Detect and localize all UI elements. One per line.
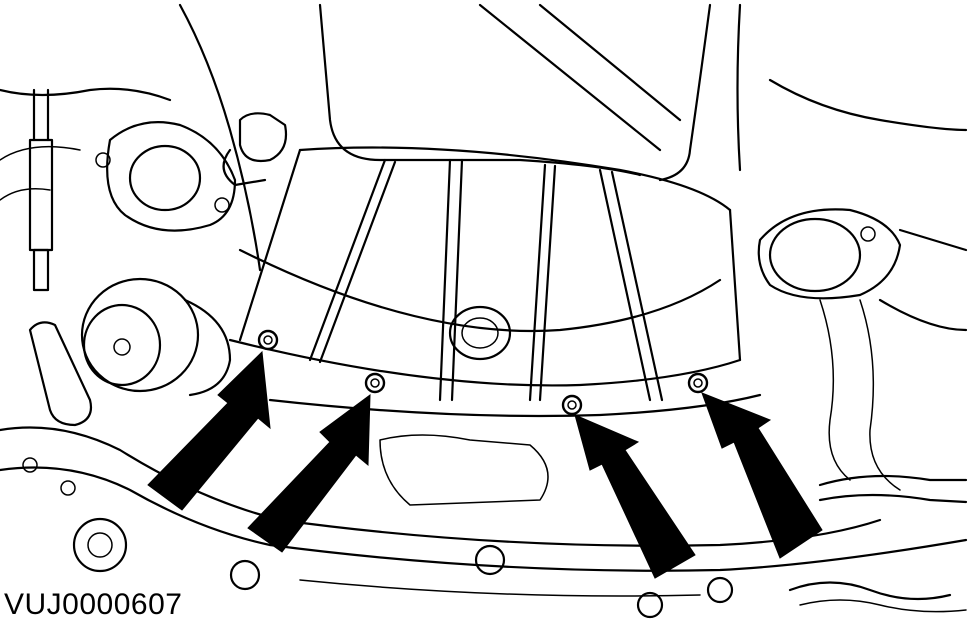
engine-outline <box>0 3 968 272</box>
bell-housing <box>228 146 762 418</box>
callout-arrow-4-icon <box>701 392 823 559</box>
bolt-1-icon <box>257 329 279 351</box>
subframe <box>0 321 968 619</box>
callout-arrow-2-icon <box>247 393 371 553</box>
starter-motor <box>80 277 232 397</box>
bolt-4-icon <box>687 372 709 394</box>
callout-arrow-3-icon <box>574 414 696 579</box>
figure-code-label: VUJ0000607 <box>4 588 183 621</box>
bolt-2-icon <box>364 372 386 394</box>
left-exhaust-flange <box>28 88 288 292</box>
bolt-3-icon <box>561 394 583 416</box>
callout-arrow-1-icon <box>147 350 271 511</box>
right-exhaust-flange <box>757 208 968 491</box>
